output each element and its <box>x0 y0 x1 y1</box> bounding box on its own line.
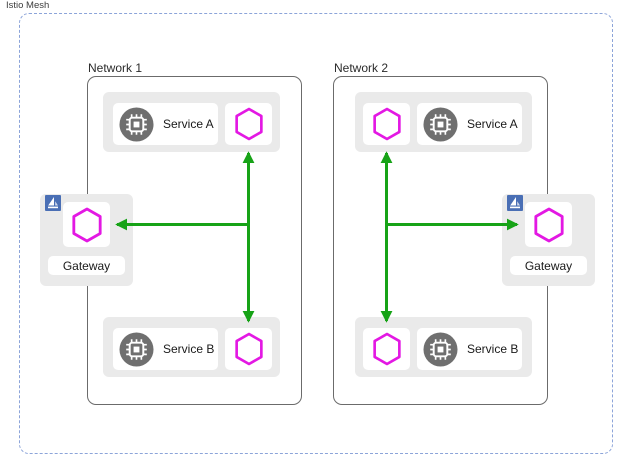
mesh-boundary[interactable] <box>19 13 613 454</box>
gateway-label-net1: Gateway <box>48 256 125 275</box>
sidecar-proxy-net2-service-a[interactable] <box>363 103 410 145</box>
network-1-label: Network 1 <box>88 61 143 75</box>
gateway-proxy-net2[interactable] <box>525 202 572 247</box>
hexagon-proxy-icon <box>234 332 263 366</box>
istio-sailboat-icon <box>507 195 523 211</box>
service-a-label-net2: Service A <box>467 117 518 131</box>
gateway-node-net1[interactable]: Gateway <box>40 194 133 286</box>
service-b-label-net1: Service B <box>163 342 215 356</box>
service-b-container-net1[interactable]: Service B <box>103 317 280 377</box>
chip-icon <box>119 331 154 367</box>
sidecar-proxy-net2-service-b[interactable] <box>363 328 410 370</box>
service-a-label-net1: Service A <box>163 117 214 131</box>
chip-icon <box>423 106 458 142</box>
hexagon-proxy-icon <box>372 332 401 366</box>
chip-icon <box>119 106 154 142</box>
gateway-label-net2: Gateway <box>510 256 587 275</box>
service-b-container-net2[interactable]: Service B <box>355 317 532 377</box>
service-a-node-net2[interactable]: Service A <box>417 103 522 145</box>
service-a-node-net1[interactable]: Service A <box>113 103 218 145</box>
hexagon-proxy-icon <box>71 207 102 242</box>
istio-sailboat-icon <box>45 195 61 211</box>
hexagon-proxy-icon <box>372 107 401 141</box>
service-a-container-net2[interactable]: Service A <box>355 92 532 152</box>
hexagon-proxy-icon <box>234 107 263 141</box>
chip-icon <box>423 331 458 367</box>
sidecar-proxy-net1-service-b[interactable] <box>225 328 272 370</box>
service-b-node-net2[interactable]: Service B <box>417 328 522 370</box>
service-a-container-net1[interactable]: Service A <box>103 92 280 152</box>
service-b-label-net2: Service B <box>467 342 519 356</box>
sidecar-proxy-net1-service-a[interactable] <box>225 103 272 145</box>
gateway-node-net2[interactable]: Gateway <box>502 194 595 286</box>
network-2-label: Network 2 <box>334 61 389 75</box>
gateway-proxy-net1[interactable] <box>63 202 110 247</box>
service-b-node-net1[interactable]: Service B <box>113 328 218 370</box>
hexagon-proxy-icon <box>533 207 564 242</box>
mesh-title: Istio Mesh <box>6 0 50 11</box>
